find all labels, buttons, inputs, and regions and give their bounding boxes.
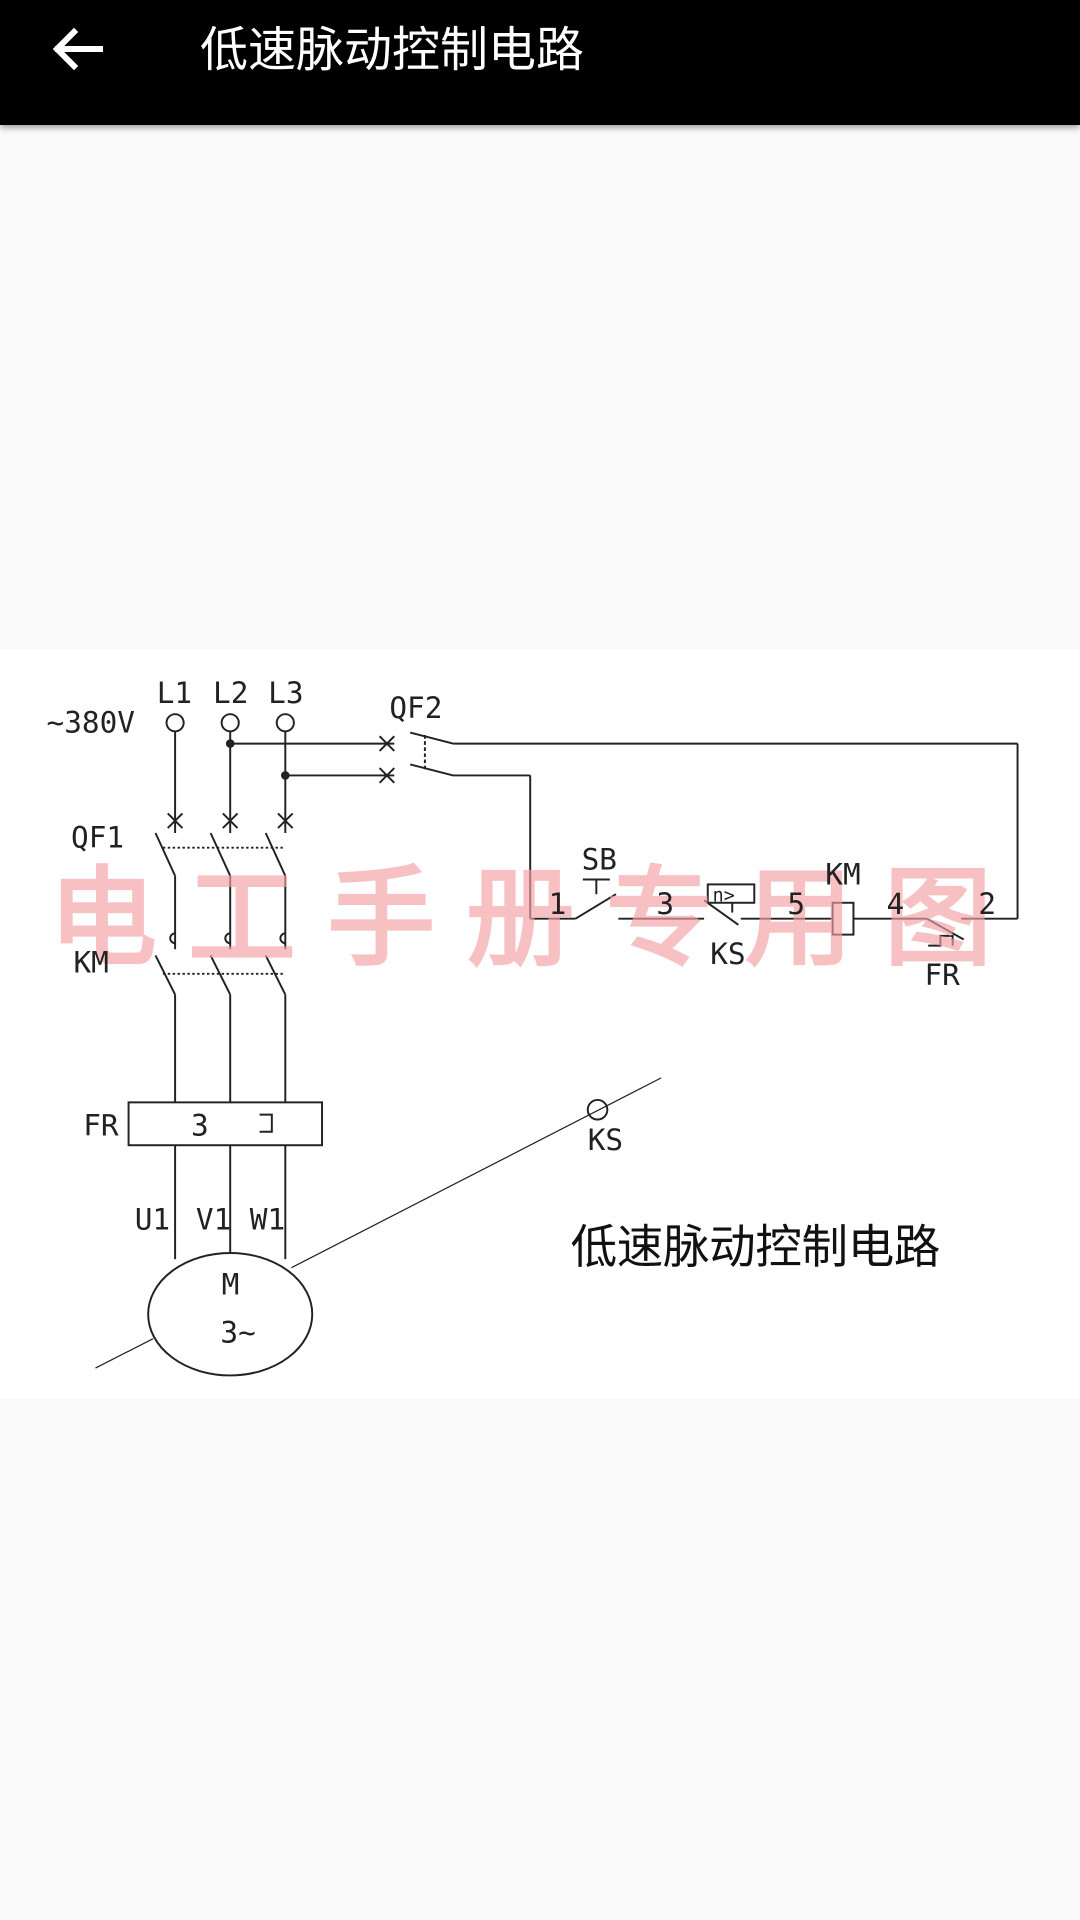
label-l1: L1 xyxy=(157,676,192,710)
label-sb: SB xyxy=(582,843,617,877)
ks-box-label: n> xyxy=(713,886,735,907)
back-button[interactable] xyxy=(40,20,112,78)
label-ks-sensor: KS xyxy=(588,1123,623,1157)
node-5: 5 xyxy=(787,887,805,921)
label-fr: FR xyxy=(83,1108,119,1142)
diagram-caption: 低速脉动控制电路 xyxy=(571,1220,941,1274)
terminal-l1 xyxy=(165,713,185,733)
node-3: 3 xyxy=(656,887,674,921)
node-4: 4 xyxy=(887,887,905,921)
circuit-diagram: 电工手册专用图 ~380V L1 L2 L3 QF2 QF1 KM FR 3 U… xyxy=(47,676,1019,1377)
node-1: 1 xyxy=(549,887,567,921)
page-title: 低速脉动控制电路 xyxy=(200,22,585,78)
fr-symbol: 3 xyxy=(191,1108,209,1142)
motor xyxy=(147,1252,314,1377)
label-fr-contact: FR xyxy=(924,958,960,992)
app-bar: 低速脉动控制电路 xyxy=(0,0,1080,125)
label-w1: W1 xyxy=(250,1203,285,1237)
label-l2: L2 xyxy=(213,676,248,710)
node-2: 2 xyxy=(978,887,996,921)
speed-relay-ks xyxy=(586,1098,609,1121)
supply-label: ~380V xyxy=(47,706,135,740)
watermark: 电工手册专用图 xyxy=(49,855,992,981)
circuit-diagram-image: 电工手册专用图 ~380V L1 L2 L3 QF2 QF1 KM FR 3 U… xyxy=(0,649,1080,1399)
label-ks: KS xyxy=(710,937,745,971)
label-qf1: QF1 xyxy=(71,821,124,855)
ks-contact-box xyxy=(706,883,756,904)
label-v1: V1 xyxy=(196,1203,231,1237)
thermal-relay-box xyxy=(127,1101,324,1147)
label-u1: U1 xyxy=(135,1203,170,1237)
arrow-left-icon xyxy=(52,27,103,71)
terminal-l2 xyxy=(220,713,240,733)
terminal-l3 xyxy=(275,713,295,733)
motor-label: M xyxy=(222,1268,240,1302)
label-km-coil: KM xyxy=(825,857,860,891)
label-l3: L3 xyxy=(268,676,303,710)
label-qf2: QF2 xyxy=(389,691,442,725)
motor-type: 3~ xyxy=(220,1315,255,1349)
label-km: KM xyxy=(73,946,108,980)
